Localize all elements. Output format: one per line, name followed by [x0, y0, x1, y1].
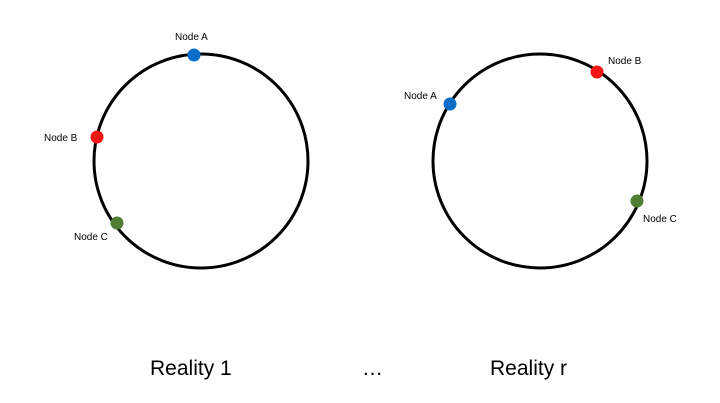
node-b-label: Node B [44, 133, 78, 144]
ring-circle [92, 52, 310, 270]
node-c-dot [110, 216, 124, 230]
node-b-dot [590, 65, 604, 79]
node-c-label: Node C [74, 232, 108, 243]
ring-reality-r: Node A Node B Node C [404, 52, 677, 270]
node-c-dot [630, 194, 644, 208]
ring-reality-1: Node A Node B Node C [44, 32, 310, 270]
node-c-label: Node C [643, 214, 677, 225]
reality-1-label: Reality 1 [150, 357, 232, 380]
node-a-label: Node A [175, 32, 208, 43]
ellipsis-label: … [362, 357, 383, 380]
node-b-label: Node B [608, 56, 642, 67]
ring-circle [431, 52, 649, 270]
node-b-dot [90, 130, 104, 144]
node-a-dot [187, 48, 201, 62]
reality-r-label: Reality r [490, 357, 567, 380]
node-a-dot [443, 97, 457, 111]
node-a-label: Node A [404, 91, 437, 102]
